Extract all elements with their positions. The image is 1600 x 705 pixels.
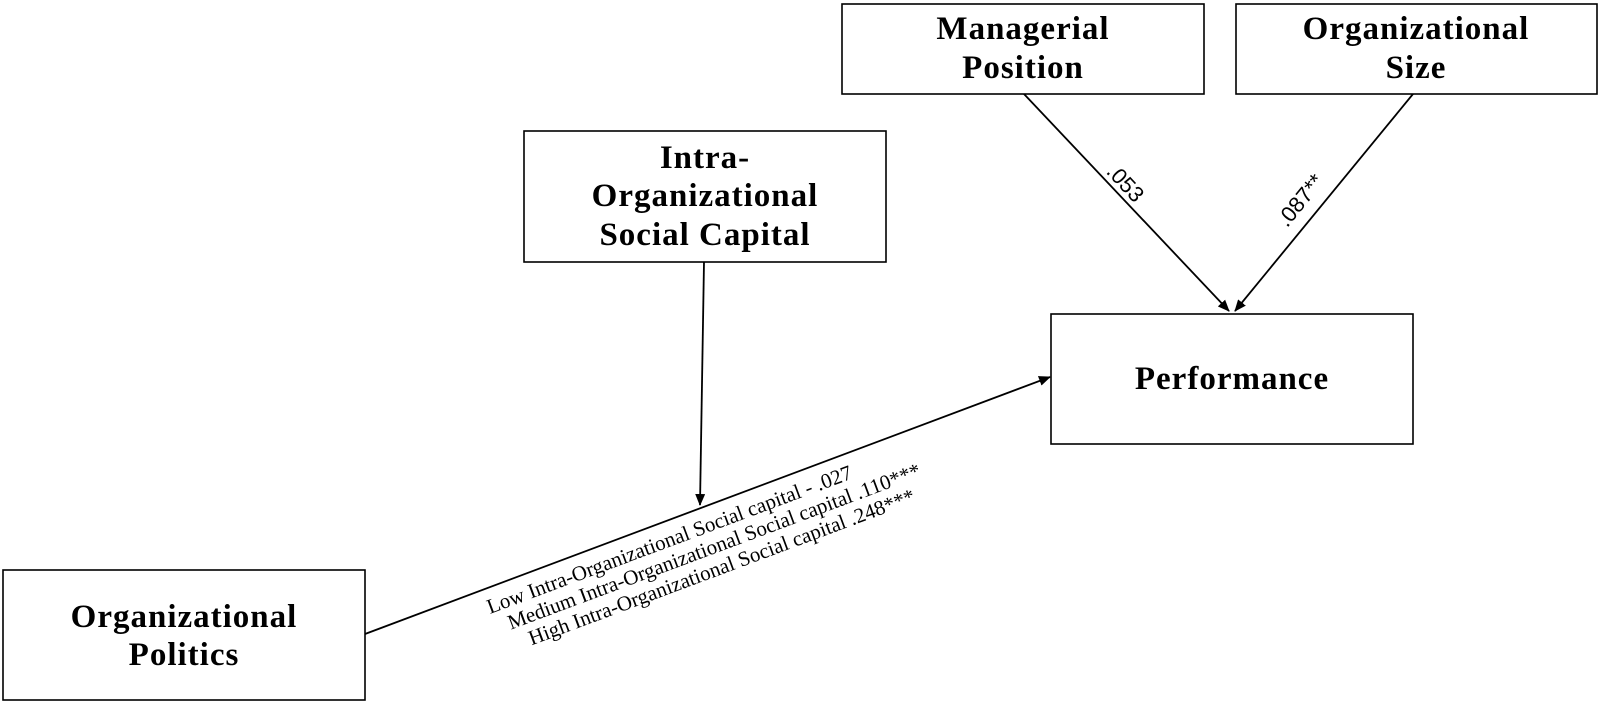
medium-social-capital-effect: Medium Intra-Organizational Social capit… [504,458,924,634]
size-to-performance-arrow [1234,93,1414,312]
managerial-position-line-1: Managerial [936,11,1109,47]
managerial-position-node: Managerial Position [841,3,1205,95]
managerial-coefficient-label: .053 [1102,159,1149,207]
social-capital-node: Intra- Organizational Social Capital [523,130,887,263]
organizational-size-node: Organizational Size [1235,3,1598,95]
performance-node: Performance [1050,313,1414,445]
organizational-politics-node: Organizational Politics [2,569,366,701]
social-capital-moderation-arrow [695,261,706,506]
organizational-politics-line-1: Organizational [71,599,298,635]
organizational-size-line-1: Organizational [1303,11,1530,47]
conditional-effects-label-group: Low Intra-Organizational Social capital … [483,458,924,650]
performance-label: Performance [1135,361,1329,397]
social-capital-line-3: Social Capital [599,217,810,253]
managerial-position-line-2: Position [962,50,1084,86]
size-coefficient-label: .087** [1272,169,1329,232]
social-capital-line-1: Intra- [660,140,750,176]
organizational-politics-line-2: Politics [129,637,240,673]
social-capital-line-2: Organizational [592,178,819,214]
politics-to-performance-arrow [364,376,1051,635]
managerial-to-performance-arrow [1023,93,1230,312]
organizational-size-line-2: Size [1386,50,1447,86]
